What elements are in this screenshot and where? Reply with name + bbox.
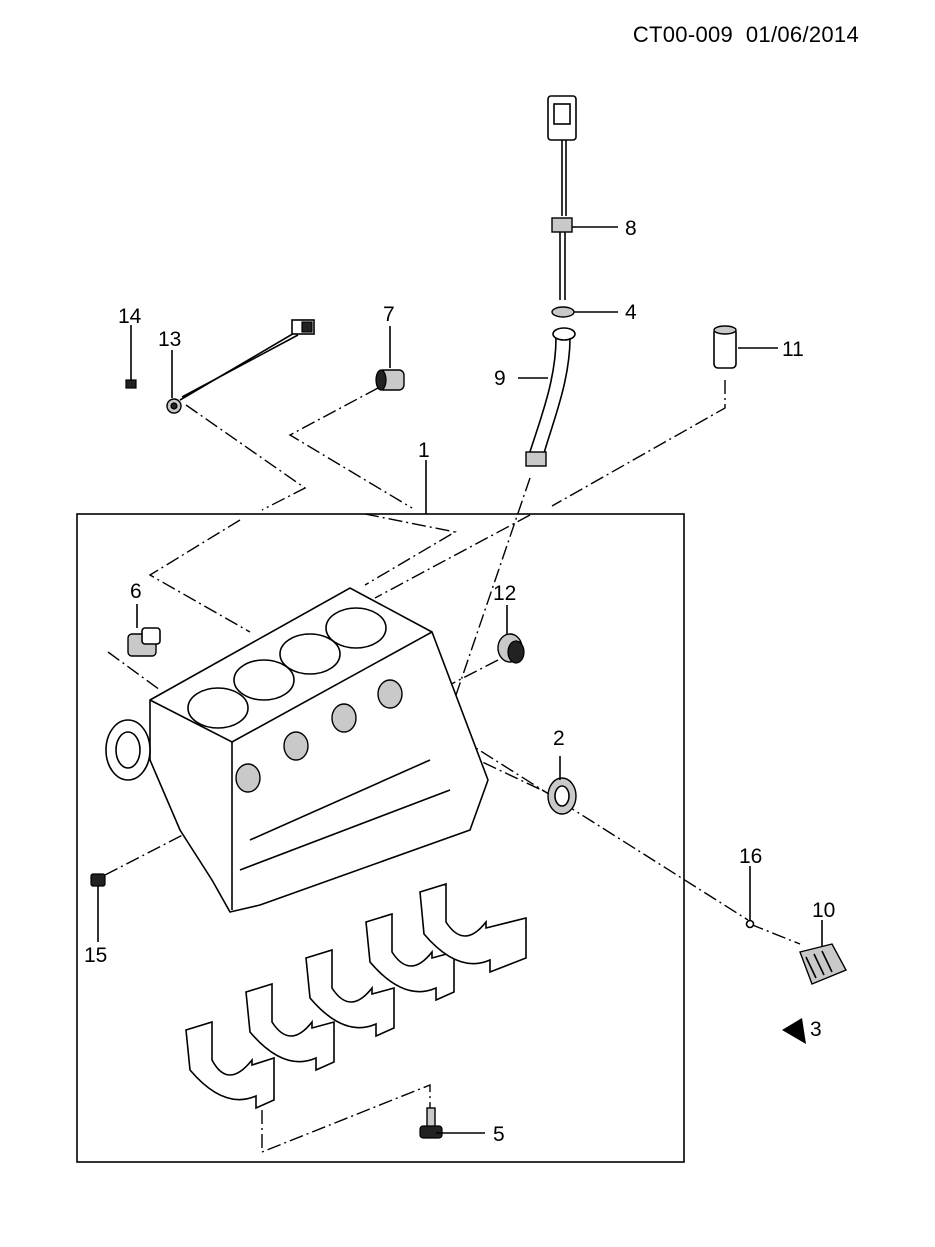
bolt-5[interactable] bbox=[419, 1107, 443, 1139]
plug-12[interactable] bbox=[497, 633, 525, 664]
callout-6: 6 bbox=[130, 580, 142, 603]
arrow-icon bbox=[782, 1018, 806, 1044]
plug-7[interactable] bbox=[375, 369, 405, 391]
callout-13: 13 bbox=[158, 328, 181, 351]
callout-15: 15 bbox=[84, 944, 107, 967]
cylinder-block[interactable] bbox=[105, 587, 489, 913]
diagram-code: CT00-009 bbox=[632, 22, 734, 47]
oil-dipstick[interactable] bbox=[547, 95, 577, 300]
leader-lines bbox=[97, 226, 823, 1134]
callout-1: 1 bbox=[418, 439, 430, 462]
callout-16: 16 bbox=[739, 845, 762, 868]
assembly-frame bbox=[76, 513, 685, 1163]
seal-2[interactable] bbox=[547, 777, 577, 815]
callout-10: 10 bbox=[812, 899, 835, 922]
callout-7: 7 bbox=[383, 303, 395, 326]
dowel-11[interactable] bbox=[713, 325, 737, 369]
callout-5: 5 bbox=[493, 1123, 505, 1146]
plug-6[interactable] bbox=[127, 627, 161, 657]
dipstick-guide-tube[interactable] bbox=[525, 327, 576, 467]
diagram-date: 01/06/2014 bbox=[745, 22, 859, 47]
bolt-14 bbox=[125, 379, 137, 389]
callout-8: 8 bbox=[625, 217, 637, 240]
callout-4: 4 bbox=[625, 301, 637, 324]
callout-9: 9 bbox=[494, 367, 506, 390]
bearing-caps[interactable] bbox=[185, 882, 527, 1110]
ball-16[interactable] bbox=[745, 919, 755, 929]
diagram-header: CT00-009 01/06/2014 bbox=[633, 22, 859, 48]
callout-3: 3 bbox=[810, 1018, 822, 1041]
callout-11: 11 bbox=[782, 338, 804, 361]
knock-sensor[interactable] bbox=[125, 319, 315, 414]
callout-14: 14 bbox=[118, 305, 142, 328]
connector-lines bbox=[104, 380, 801, 1154]
plug-15[interactable] bbox=[90, 873, 106, 887]
callout-2: 2 bbox=[553, 727, 565, 750]
o-ring-4[interactable] bbox=[551, 306, 575, 318]
callout-12: 12 bbox=[493, 582, 516, 605]
stud-10[interactable] bbox=[799, 943, 847, 985]
